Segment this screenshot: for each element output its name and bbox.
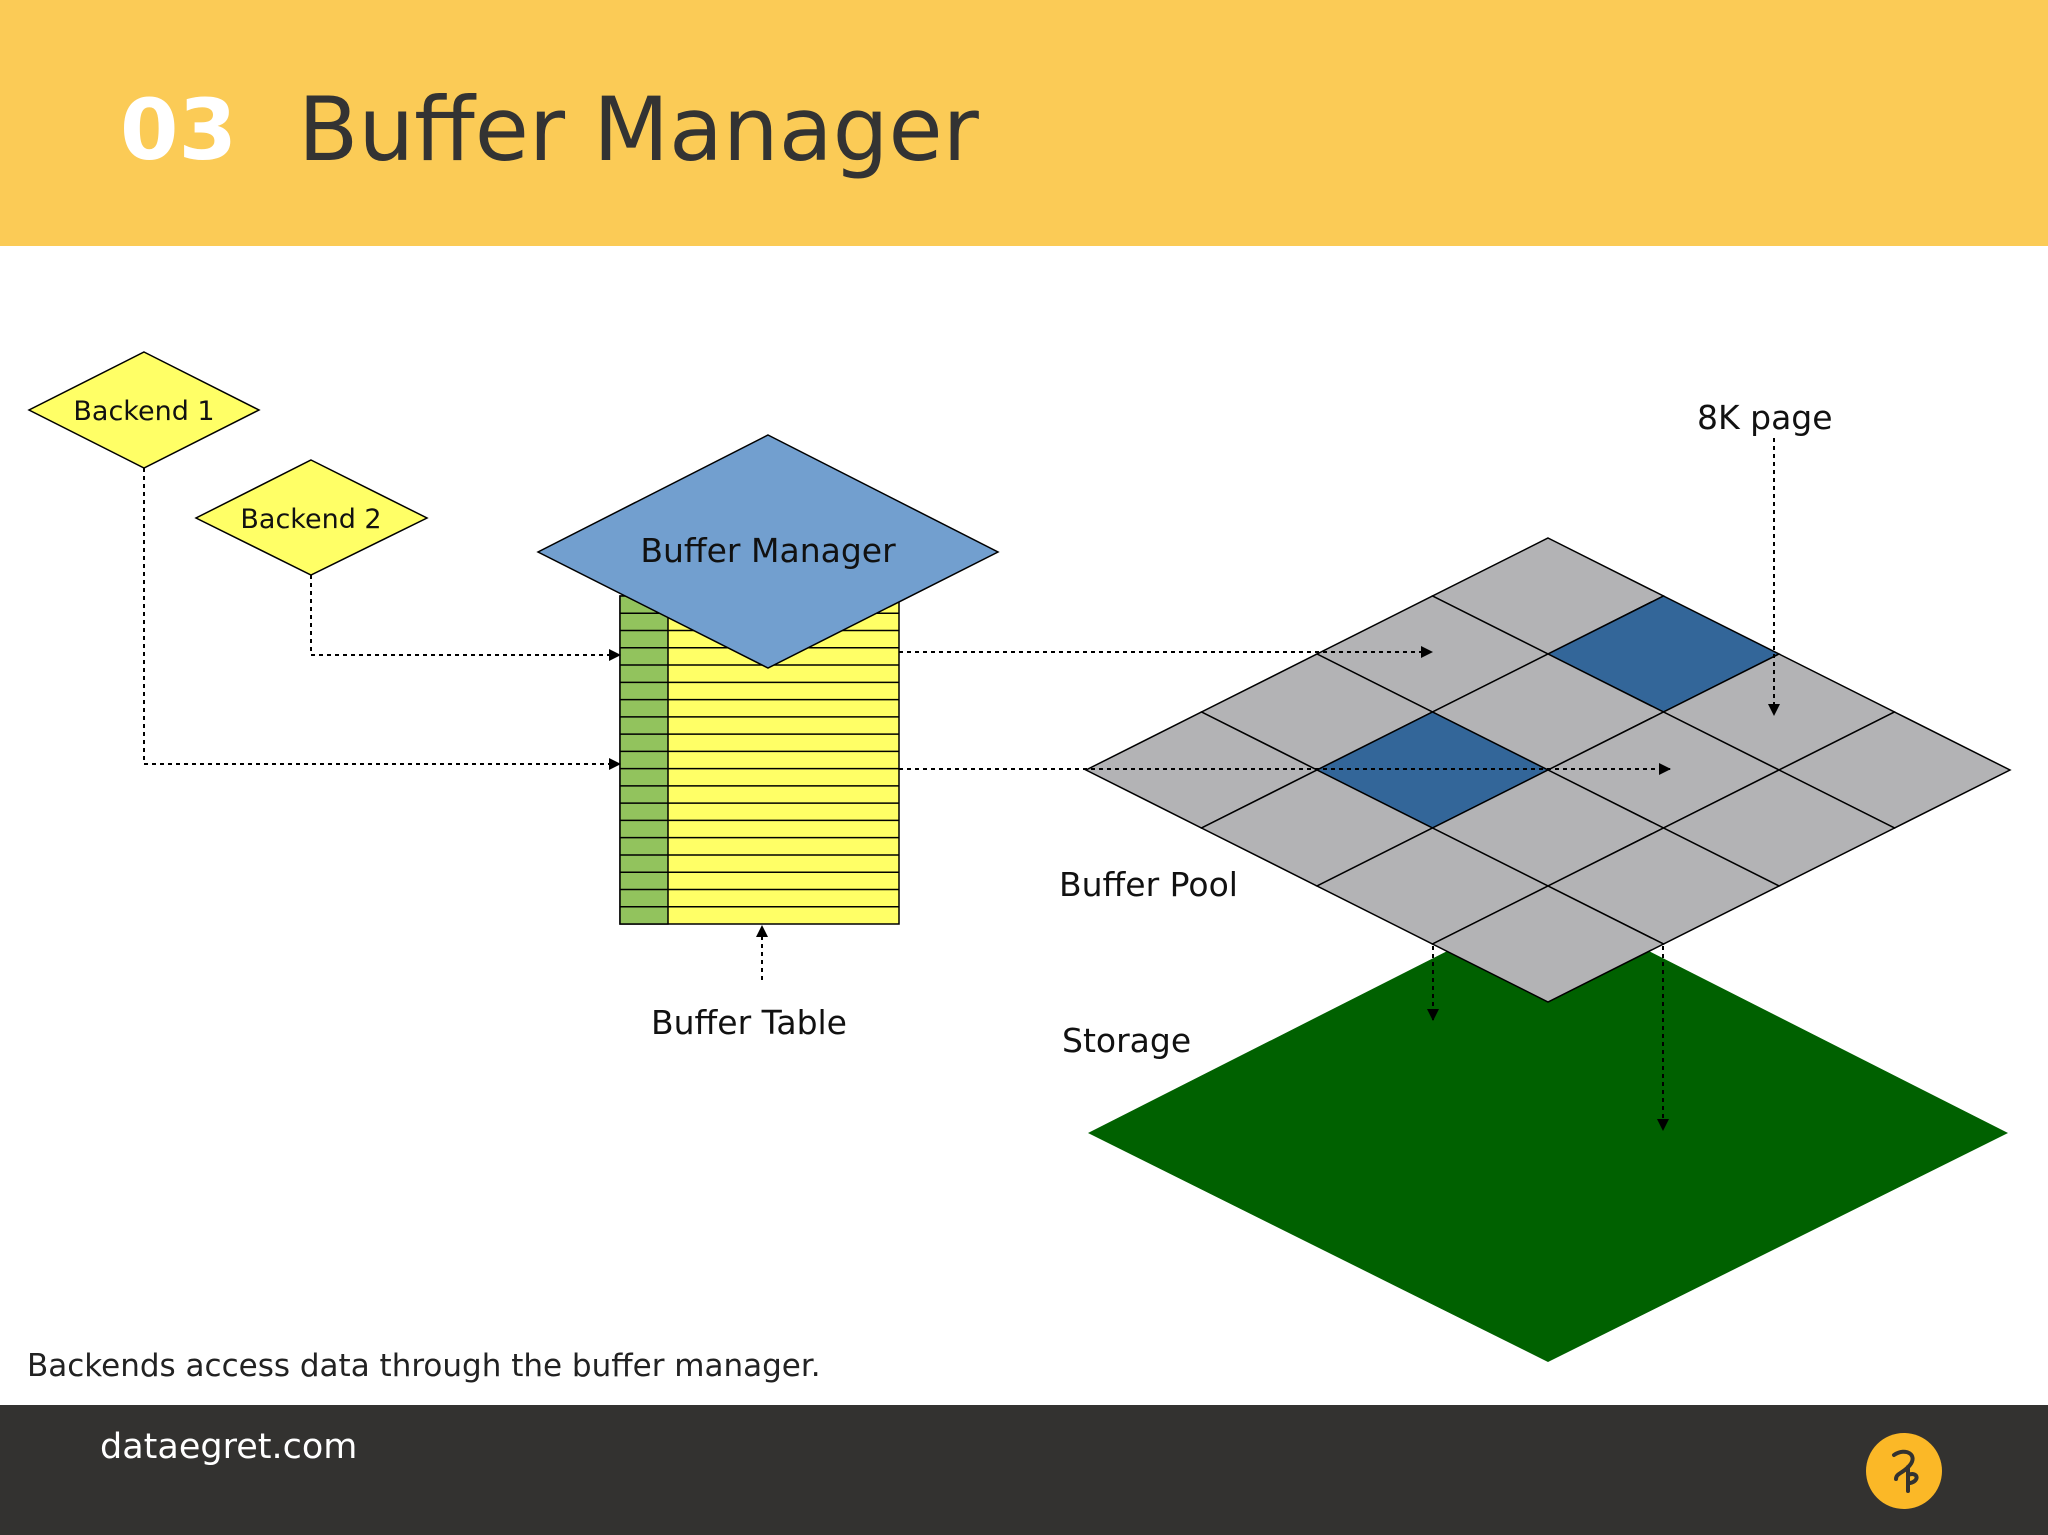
storage-label: Storage	[1062, 1021, 1191, 1060]
footer-bar: dataegret.com	[0, 1405, 2048, 1535]
slide-caption: Backends access data through the buffer …	[27, 1348, 821, 1384]
buffer-manager-shape[interactable]	[536, 434, 1000, 669]
slide-title: Buffer Manager	[298, 78, 979, 181]
buffer-pool-page[interactable]	[1430, 885, 1666, 1003]
header-bar: 03 Buffer Manager	[0, 0, 2048, 246]
slide-number: 03	[120, 81, 237, 179]
dataegret-logo-icon	[1866, 1433, 1942, 1509]
backend-1-arrow	[143, 468, 621, 770]
buffer-pool-label: Buffer Pool	[1059, 865, 1238, 904]
backend-2-label: Backend 2	[240, 504, 381, 535]
storage-plane	[1088, 900, 2008, 1362]
backend-1-label: Backend 1	[73, 396, 214, 427]
buffer-manager-diagram: Backend 1 Backend 2 Buffer Manager Buffe…	[27, 351, 2012, 1362]
buffer-table-rows	[620, 612, 899, 908]
page-size-label: 8K page	[1697, 398, 1833, 437]
buffer-table-key-column	[619, 595, 669, 925]
buffer-manager-label: Buffer Manager	[640, 531, 896, 570]
buffer-pool-grid	[1084, 537, 2012, 1003]
buffer-table	[619, 595, 900, 925]
footer-url[interactable]: dataegret.com	[100, 1427, 358, 1467]
buffer-table-label: Buffer Table	[651, 1003, 847, 1042]
backend-2-arrow	[310, 575, 621, 661]
